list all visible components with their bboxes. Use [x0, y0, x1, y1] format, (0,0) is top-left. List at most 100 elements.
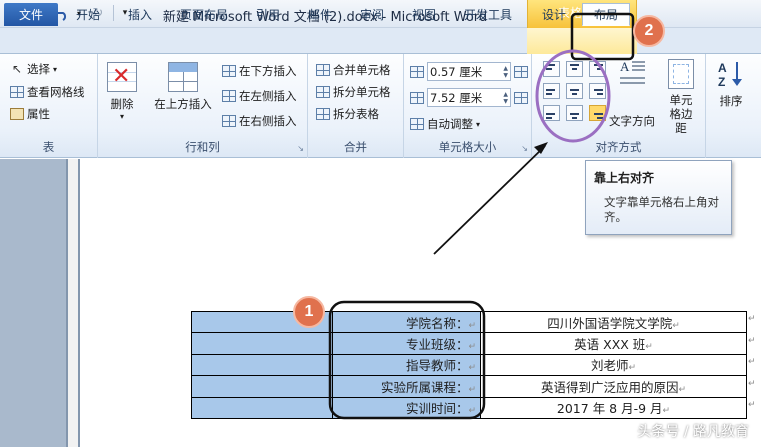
row-height-control: 0.57 厘米 ▲▼ [410, 62, 528, 81]
autofit-icon [410, 118, 424, 130]
align-middle-left-button[interactable] [543, 83, 560, 99]
align-top-right-button[interactable] [589, 61, 606, 77]
column-width-value: 7.52 厘米 [430, 90, 483, 105]
tab-design[interactable]: 设计 [541, 8, 566, 22]
table-row[interactable]: 实训时间：↵ 2017 年 8 月-9 月↵ [191, 396, 747, 419]
tab-mailings[interactable]: 邮件 [307, 8, 332, 22]
distribute-rows-icon[interactable] [514, 65, 528, 78]
table-cell[interactable] [191, 375, 333, 398]
tab-developer[interactable]: 开发工具 [463, 8, 512, 22]
table-cell[interactable]: 实验所属课程：↵ [332, 375, 481, 398]
table-group-label: 表 [42, 140, 55, 154]
step-2-badge: 2 [633, 15, 665, 47]
spinner-icon[interactable]: ▲▼ [503, 90, 508, 105]
split-cells-button[interactable]: 拆分单元格 [316, 84, 391, 100]
redo-icon[interactable]: ↻ [92, 5, 104, 21]
split-table-button[interactable]: 拆分表格 [316, 106, 379, 122]
table-row[interactable]: 学院名称：↵ 四川外国语学院文学院↵ [191, 310, 747, 334]
select-button[interactable]: ↖ 选择 ▾ [10, 61, 57, 77]
tab-insert[interactable]: 插入 [127, 8, 152, 22]
tooltip-description: 文字靠单元格右上角对齐。 [604, 195, 719, 224]
row-end-mark: ↵ [748, 357, 756, 367]
tab-file[interactable]: 文件 [4, 3, 58, 26]
insert-below-button[interactable]: 在下方插入 [222, 63, 297, 79]
row-end-mark: ↵ [748, 314, 756, 324]
insert-below-label: 在下方插入 [239, 64, 297, 78]
table-cell[interactable] [191, 332, 333, 355]
align-bottom-center-button[interactable] [566, 105, 583, 121]
table-cell[interactable]: 四川外国语学院文学院↵ [480, 310, 747, 334]
table-cell[interactable]: 英语 XXX 班↵ [480, 332, 747, 355]
tab-references[interactable]: 引用 [255, 8, 280, 22]
distribute-columns-icon[interactable] [514, 91, 528, 104]
delete-label: 删除 [110, 97, 134, 111]
align-middle-center-button[interactable] [566, 83, 583, 99]
undo-dropdown-icon[interactable]: ▾ [76, 8, 81, 18]
cell-margins-icon [668, 59, 694, 89]
table-cell[interactable]: 学院名称：↵ [332, 310, 481, 334]
properties-button[interactable]: 属性 [10, 106, 50, 122]
svg-text:A: A [620, 59, 630, 74]
align-top-left-button[interactable] [543, 61, 560, 77]
cell-end-mark: ↵ [645, 342, 653, 353]
view-gridlines-button[interactable]: 查看网格线 [10, 84, 85, 100]
delete-button[interactable]: 删除 ▾ [104, 62, 140, 121]
table-cell[interactable]: 2017 年 8 月-9 月↵ [480, 396, 747, 419]
tooltip-title: 靠上右对齐 [594, 171, 655, 185]
table-cell[interactable]: 指导教师：↵ [332, 353, 481, 377]
ribbon: ↖ 选择 ▾ 查看网格线 属性 表 删除 ▾ 在上方插入 在下方插入 [0, 54, 761, 158]
table-row[interactable]: 实验所属课程：↵ 英语得到广泛应用的原因↵ [191, 375, 747, 398]
row-height-input[interactable]: 0.57 厘米 ▲▼ [427, 62, 511, 81]
cell-margins-button[interactable]: 单元格边距 [657, 59, 705, 135]
row-height-value: 0.57 厘米 [430, 64, 483, 79]
insert-column-left-icon [222, 90, 236, 102]
watermark: 头条号 / 路凡教育 [637, 424, 749, 440]
tab-view[interactable]: 视图 [411, 8, 436, 22]
table-cell[interactable] [191, 353, 333, 377]
table-cell[interactable]: 英语得到广泛应用的原因↵ [480, 375, 747, 398]
align-middle-right-button[interactable] [589, 83, 606, 99]
tab-review[interactable]: 审阅 [359, 8, 384, 22]
merge-cells-button[interactable]: 合并单元格 [316, 62, 391, 78]
autofit-button[interactable]: 自动调整 ▾ [410, 116, 480, 132]
align-top-center-button[interactable] [566, 61, 583, 77]
cell-margins-label: 单元格边距 [669, 93, 693, 135]
table-row[interactable]: 指导教师：↵ 刘老师↵ [191, 353, 747, 377]
row-value: 2017 年 8 月-9 月 [556, 401, 663, 417]
insert-row-below-icon [222, 65, 236, 77]
split-cells-icon [316, 86, 330, 98]
document-table[interactable]: 学院名称：↵ 四川外国语学院文学院↵ 专业班级：↵ 英语 XXX 班↵ 指导教师… [191, 310, 747, 419]
table-cell[interactable]: 专业班级：↵ [332, 332, 481, 355]
insert-right-button[interactable]: 在右侧插入 [222, 113, 297, 129]
delete-table-icon [107, 62, 137, 92]
dialog-launcher-icon[interactable]: ↘ [297, 144, 304, 153]
vertical-ruler [66, 159, 80, 447]
table-row[interactable]: 专业班级：↵ 英语 XXX 班↵ [191, 332, 747, 355]
align-bottom-right-button[interactable] [589, 105, 606, 121]
tab-page-layout[interactable]: 页面布局 [179, 8, 228, 22]
merge-cells-icon [316, 64, 330, 76]
customize-qat-icon[interactable]: ▾ [122, 8, 128, 18]
table-cell[interactable] [191, 396, 333, 419]
dialog-launcher-icon[interactable]: ↘ [521, 144, 528, 153]
text-direction-label: 文字方向 [609, 114, 655, 128]
text-direction-icon: A [618, 58, 646, 86]
text-direction-button[interactable]: A 文字方向 [607, 59, 657, 129]
tab-layout[interactable]: 布局 [582, 3, 630, 26]
window-title: 新建 Microsoft Word 文档 (2).docx - Microsof… [162, 10, 488, 25]
tab-home[interactable]: 开始 [75, 8, 100, 22]
svg-text:Z: Z [718, 75, 725, 89]
view-gridlines-label: 查看网格线 [27, 85, 85, 99]
table-group: ↖ 选择 ▾ 查看网格线 属性 表 [0, 54, 98, 158]
column-width-input[interactable]: 7.52 厘米 ▲▼ [427, 88, 511, 107]
align-bottom-left-button[interactable] [543, 105, 560, 121]
table-cell[interactable]: 刘老师↵ [480, 353, 747, 377]
spinner-icon[interactable]: ▲▼ [503, 64, 508, 79]
table-cell[interactable]: 实训时间：↵ [332, 396, 481, 419]
insert-above-button[interactable]: 在上方插入 [150, 62, 216, 112]
step-1-badge: 1 [293, 296, 325, 328]
insert-left-button[interactable]: 在左侧插入 [222, 88, 297, 104]
cell-end-mark: ↵ [678, 384, 687, 395]
cursor-icon: ↖ [11, 62, 23, 76]
